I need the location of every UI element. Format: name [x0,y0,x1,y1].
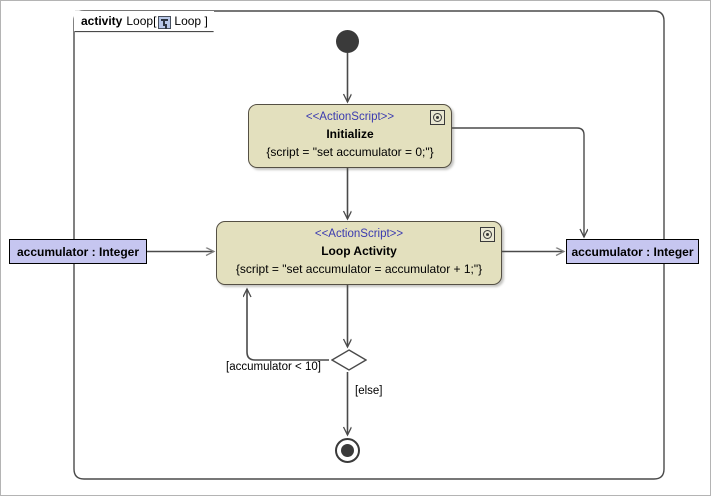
guard-label-loop: [accumulator < 10] [226,361,321,373]
decision-node[interactable] [331,349,367,371]
loop-activity-name: Loop Activity [321,244,397,258]
activity-final-node[interactable] [335,438,360,463]
parameter-node-out-label: accumulator : Integer [571,244,694,259]
script-gear-icon [480,227,495,242]
action-node-loop-activity[interactable]: <<ActionScript>> Loop Activity {script =… [216,221,502,285]
guard-label-else: [else] [355,385,383,397]
edge-initialize-to-parameter-out [452,127,584,237]
parameter-node-in[interactable]: accumulator : Integer [9,239,147,264]
initialize-name: Initialize [326,127,374,141]
edge-decision-to-loop-back [247,289,329,361]
activity-diagram-icon [158,15,172,29]
initialize-stereotype: <<ActionScript>> [305,111,395,123]
parameter-node-out[interactable]: accumulator : Integer [566,239,699,264]
frame-name: Loop [126,14,154,28]
loop-activity-stereotype: <<ActionScript>> [314,228,404,240]
initial-node[interactable] [336,30,359,53]
parameter-node-in-label: accumulator : Integer [16,244,140,259]
script-gear-icon [430,110,445,125]
frame-bracket-open: [ [153,14,157,28]
loop-activity-body: {script = "set accumulator = accumulator… [235,262,483,276]
frame-qualifier: Loop [174,14,202,28]
action-node-initialize[interactable]: <<ActionScript>> Initialize {script = "s… [248,104,452,168]
frame-bracket-close: ] [204,14,208,28]
initialize-body: {script = "set accumulator = 0;"} [266,145,434,159]
frame-keyword: activity [81,14,123,28]
